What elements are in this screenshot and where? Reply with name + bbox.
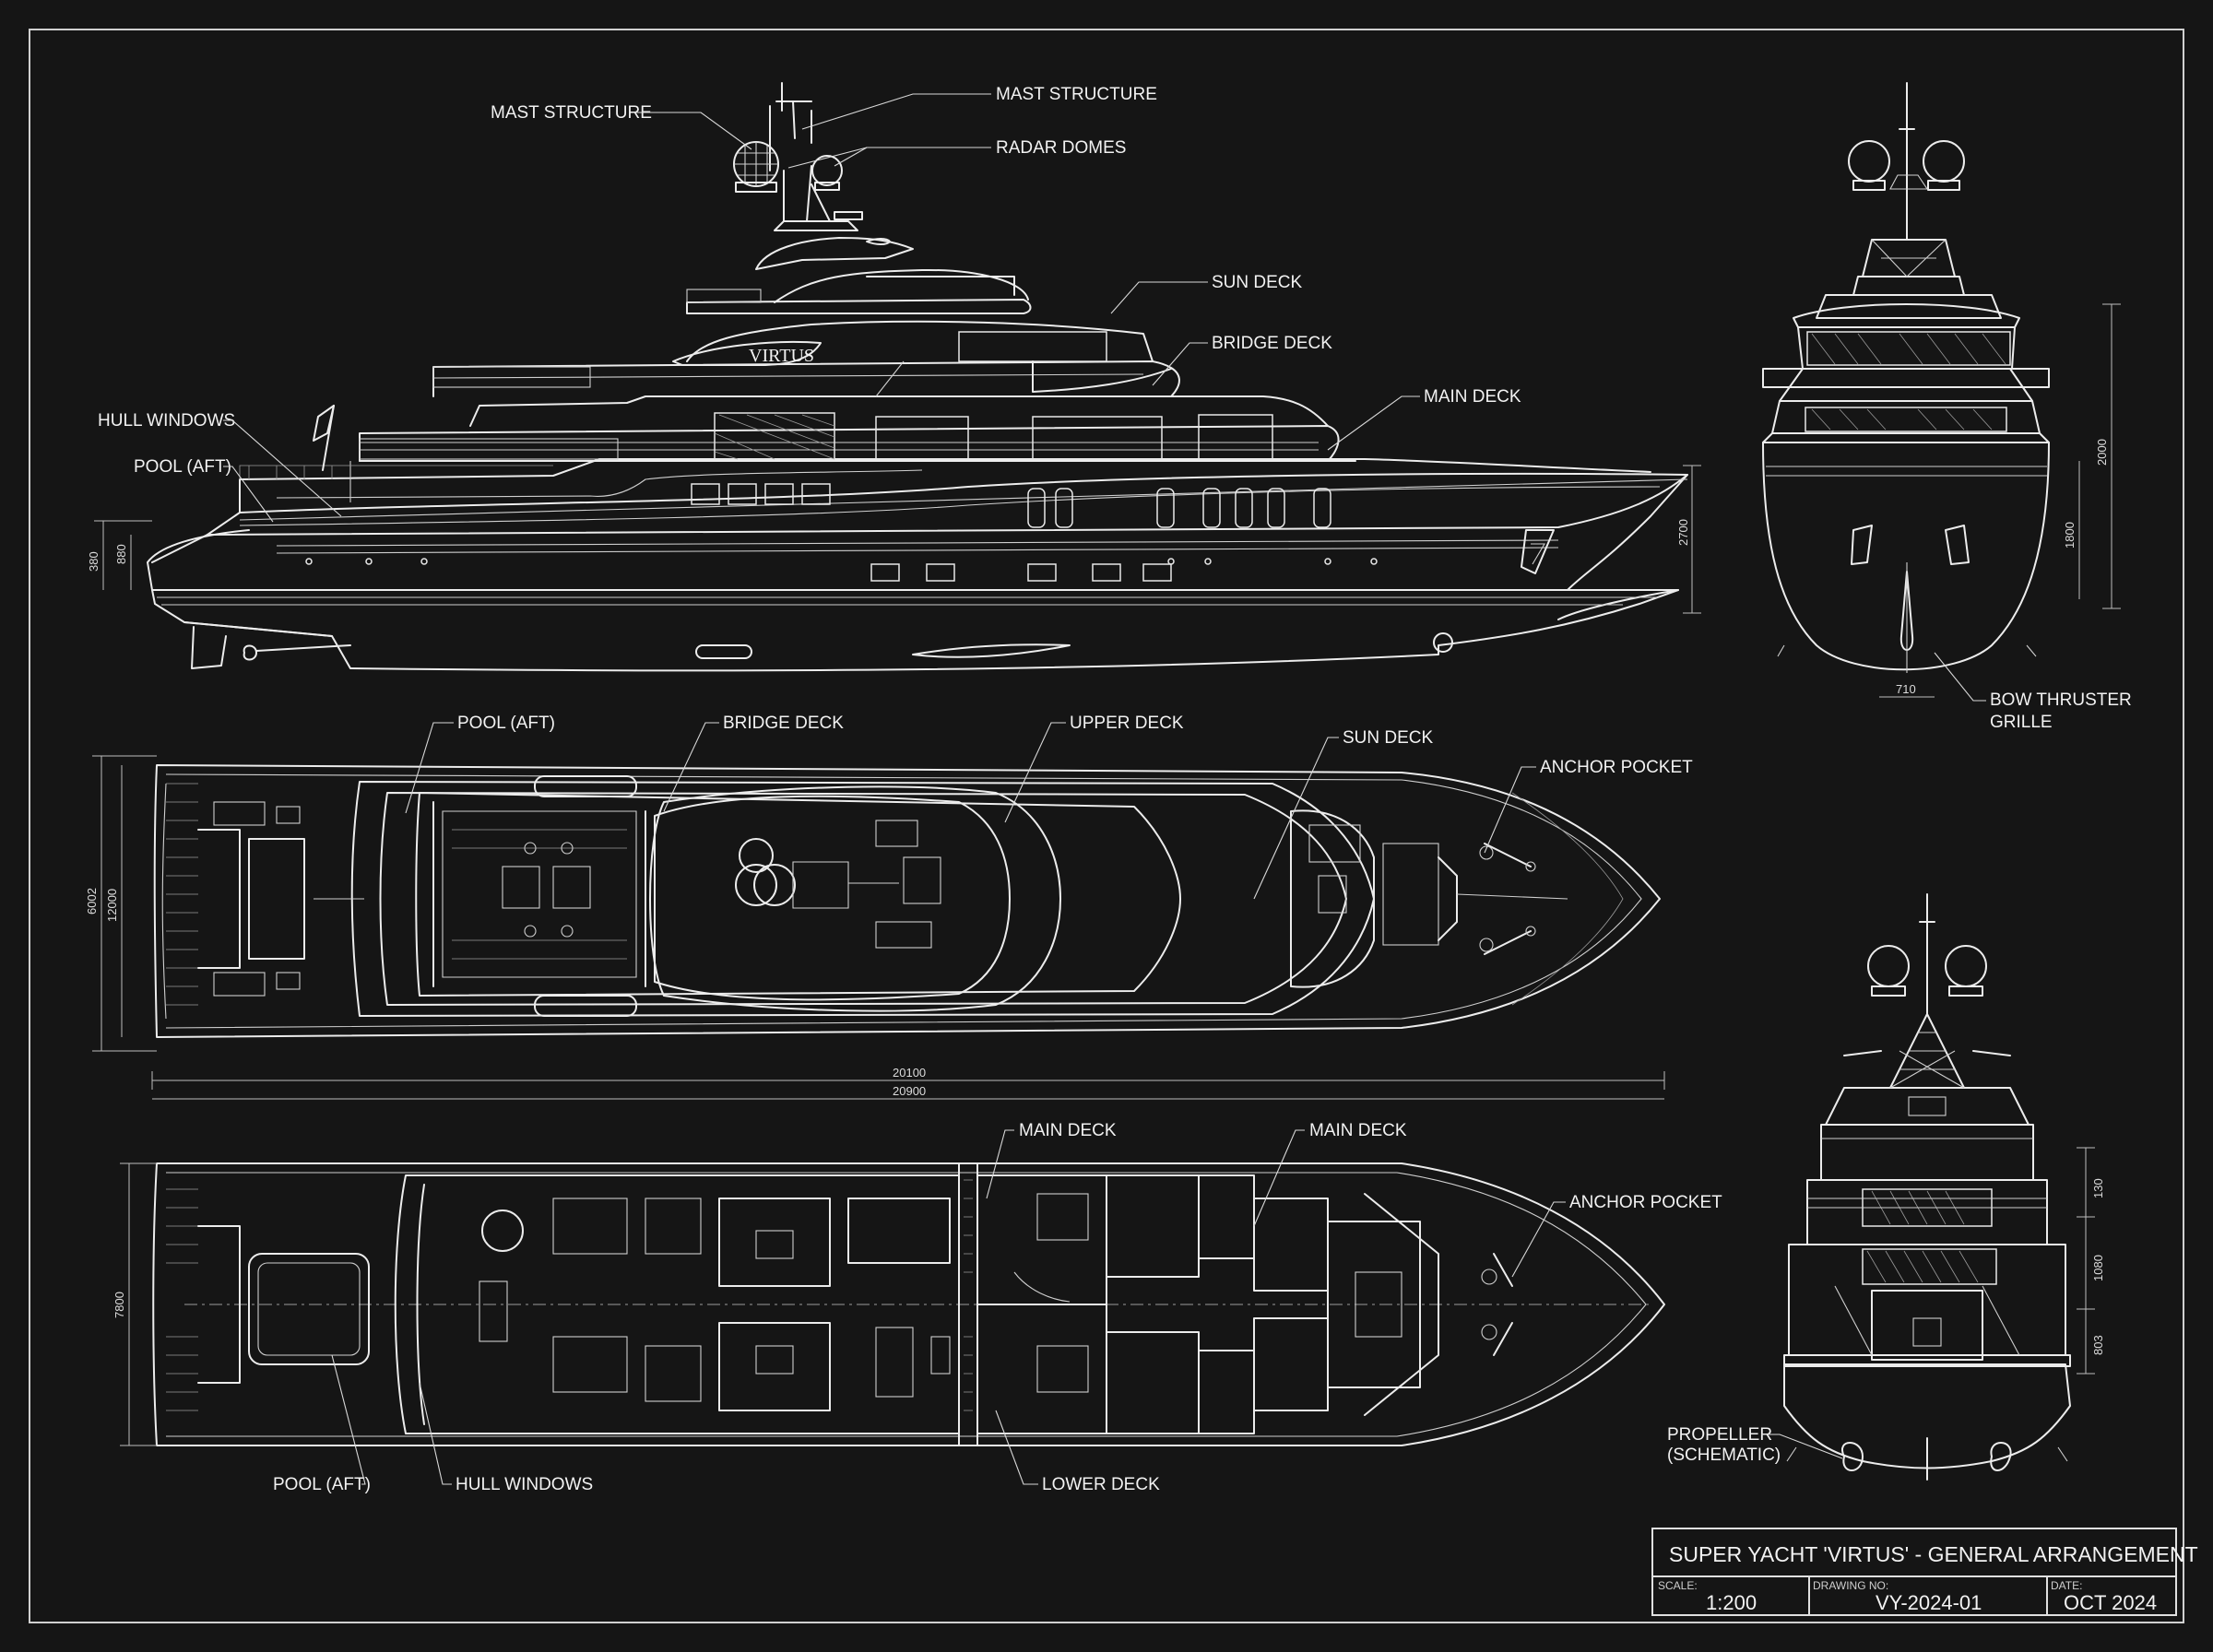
bow-thruster-label: BOW THRUSTER [1990, 690, 2132, 710]
stern-dimensions: 130 1080 803 PROPELLER (SCHEMATIC) [1667, 1147, 2105, 1465]
dim-6002: 6002 [85, 888, 99, 914]
date-value: OCT 2024 [2064, 1591, 2157, 1614]
main-deck-lower-b-label: MAIN DECK [1309, 1121, 1407, 1140]
dim-2700: 2700 [1676, 519, 1690, 546]
dim-1800: 1800 [2063, 522, 2077, 549]
dim-2000: 2000 [2095, 439, 2109, 466]
title-block: SUPER YACHT 'VIRTUS' - GENERAL ARRANGEME… [1651, 1528, 2198, 1616]
pool-aft-profile-label: POOL (AFT) [134, 457, 231, 477]
dim-20100: 20100 [893, 1066, 926, 1080]
anchor-pocket-plan-label: ANCHOR POCKET [1540, 758, 1693, 777]
date-label: DATE: [2051, 1579, 2082, 1592]
upper-deck-plan-label: UPPER DECK [1070, 714, 1184, 733]
sun-deck-plan-label: SUN DECK [1343, 728, 1434, 748]
title-block-title: SUPER YACHT 'VIRTUS' - GENERAL ARRANGEME… [1669, 1542, 2198, 1566]
drawing-no-label: DRAWING NO: [1813, 1579, 1888, 1592]
bow-thruster-grille-label: GRILLE [1990, 713, 2053, 732]
bridge-deck-plan-label: BRIDGE DECK [723, 714, 844, 733]
front-view [1762, 82, 2050, 673]
lower-callouts: MAIN DECK MAIN DECK ANCHOR POCKET POOL (… [273, 1121, 1722, 1494]
dim-12000: 12000 [105, 889, 119, 922]
stern-view [1783, 893, 2071, 1481]
plan-view [153, 764, 1661, 1038]
dim-1080: 1080 [2091, 1255, 2105, 1281]
dim-130: 130 [2091, 1178, 2105, 1198]
lower-deck-label: LOWER DECK [1042, 1475, 1160, 1494]
lower-dimensions: 7800 [112, 1162, 157, 1446]
profile-callouts: MAST STRUCTURE MAST STRUCTURE RADAR DOME… [98, 85, 1521, 523]
propeller-schematic-label: (SCHEMATIC) [1667, 1446, 1781, 1465]
pool-aft-lower-label: POOL (AFT) [273, 1475, 371, 1494]
anchor-pocket-lower-label: ANCHOR POCKET [1569, 1193, 1722, 1212]
mast-structure-left-label: MAST STRUCTURE [491, 103, 652, 123]
dim-880: 880 [114, 544, 128, 564]
mast-structure-right-label: MAST STRUCTURE [996, 85, 1157, 104]
dim-803: 803 [2091, 1335, 2105, 1355]
main-deck-lower-a-label: MAIN DECK [1019, 1121, 1117, 1140]
sheet-border [29, 29, 2184, 1623]
main-deck-profile-label: MAIN DECK [1424, 387, 1521, 407]
radar-domes-label: RADAR DOMES [996, 138, 1126, 158]
front-dimensions: 2000 1800 710 BOW THRUSTER GRILLE [1879, 303, 2132, 732]
scale-value: 1:200 [1706, 1591, 1757, 1614]
hull-windows-lower-label: HULL WINDOWS [456, 1475, 593, 1494]
dim-7800: 7800 [112, 1292, 126, 1318]
bridge-deck-profile-label: BRIDGE DECK [1212, 334, 1332, 353]
dim-710: 710 [1896, 682, 1916, 696]
plan-callouts: POOL (AFT) BRIDGE DECK UPPER DECK SUN DE… [405, 714, 1693, 900]
scale-label: SCALE: [1658, 1579, 1698, 1592]
profile-dimensions: 380 880 2700 [87, 465, 1701, 614]
drawing-no-value: VY-2024-01 [1876, 1591, 1982, 1614]
yacht-name-label: VIRTUS [749, 346, 814, 366]
dim-20900: 20900 [893, 1084, 926, 1098]
dim-380: 380 [87, 551, 101, 572]
propeller-label: PROPELLER [1667, 1425, 1772, 1445]
sun-deck-profile-label: SUN DECK [1212, 273, 1303, 292]
side-profile-view: VIRTUS [147, 82, 1688, 672]
lower-deck-plan [152, 1162, 1665, 1446]
plan-dimensions: 6002 12000 20100 20900 [85, 755, 1665, 1100]
superstructure-windows [305, 331, 1378, 582]
hull-windows-profile-label: HULL WINDOWS [98, 411, 235, 431]
pool-aft-plan-label: POOL (AFT) [457, 714, 555, 733]
